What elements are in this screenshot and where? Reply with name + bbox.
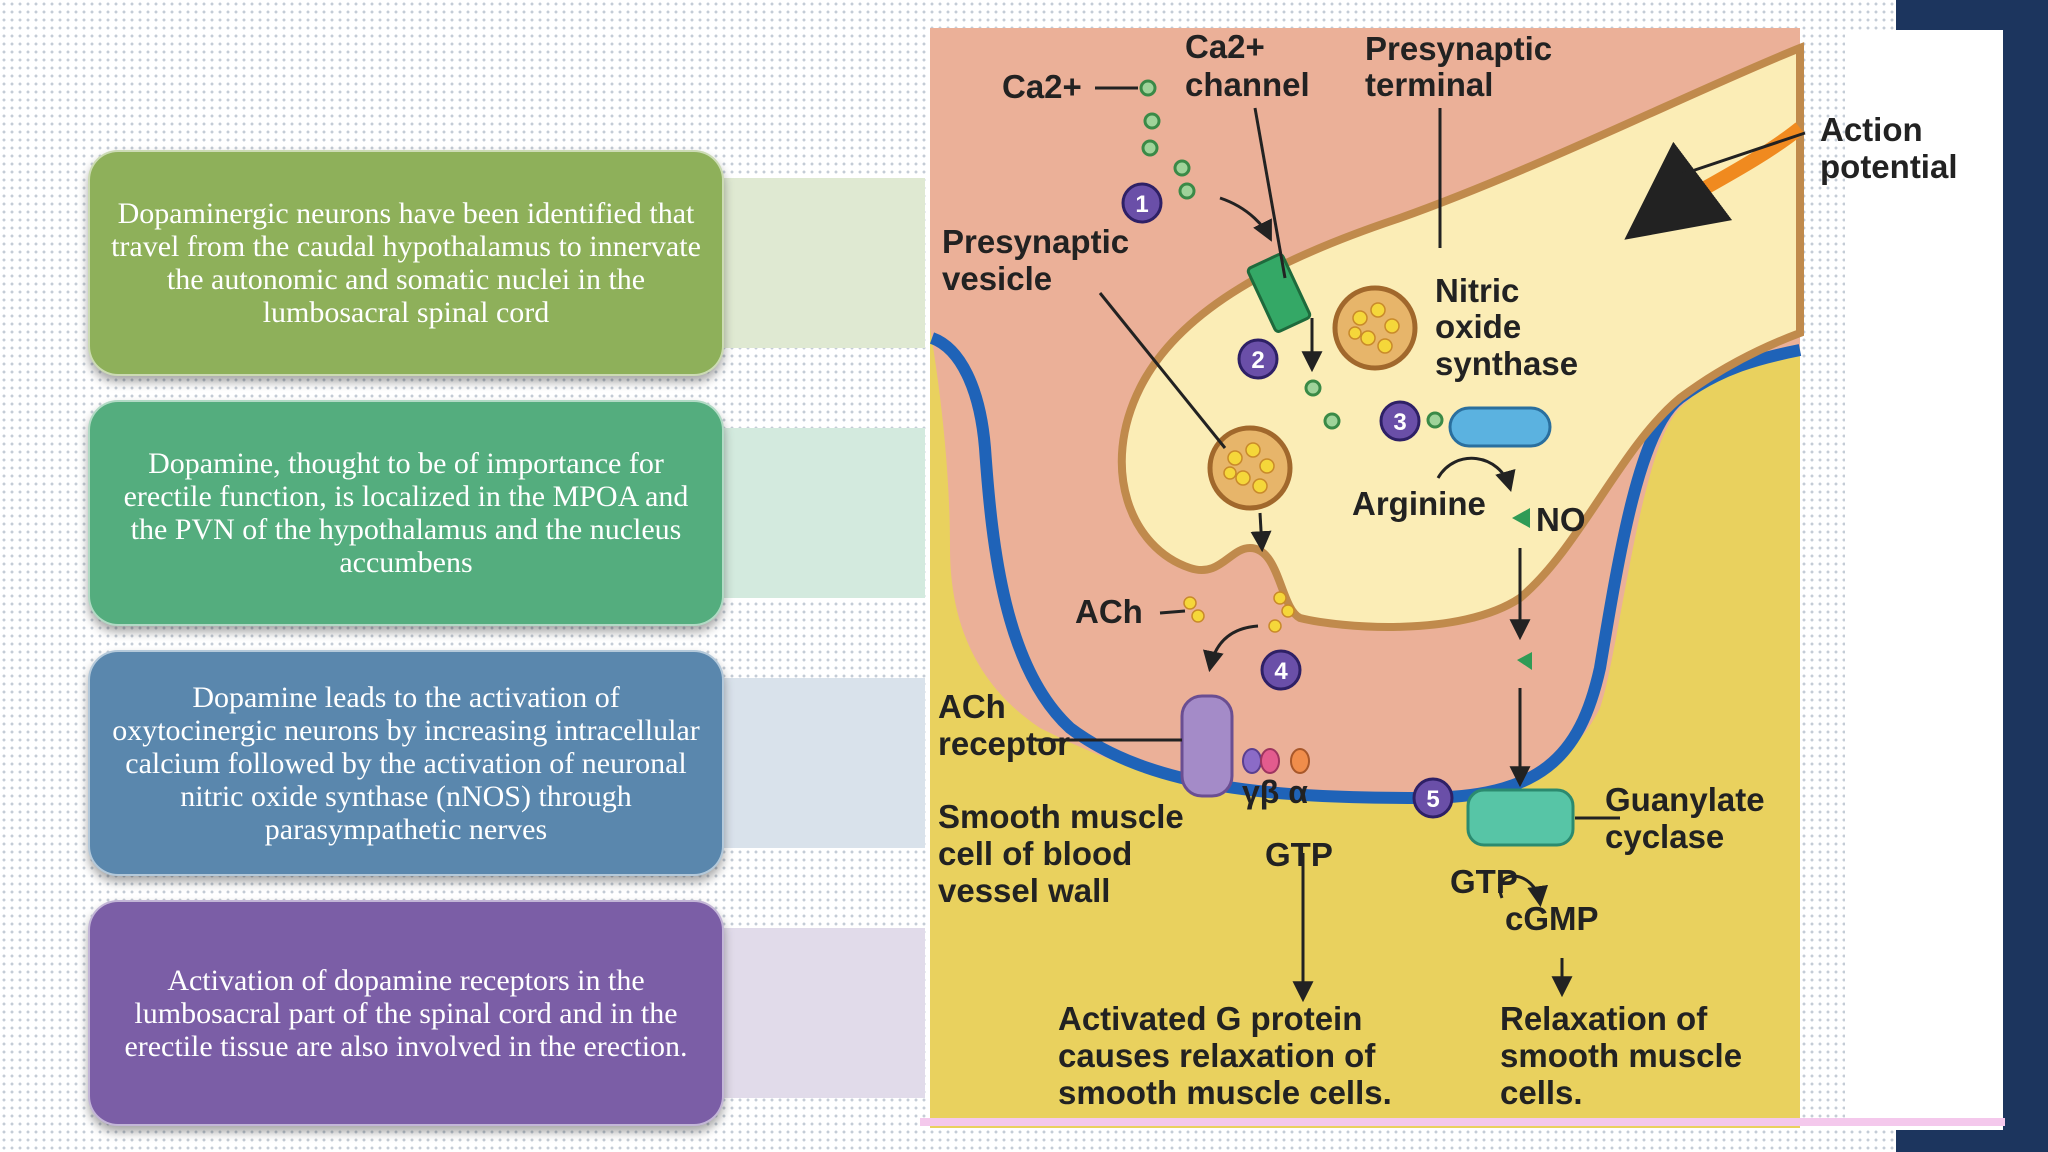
ach-molecules <box>1183 591 1295 633</box>
label-relax-2: smooth muscle <box>1500 1037 1742 1074</box>
info-card-1: Dopaminergic neurons have been identifie… <box>88 150 724 376</box>
connector-band-2 <box>720 428 925 598</box>
label-gprotein-3: smooth muscle cells. <box>1058 1074 1392 1111</box>
label-ca-channel-2: channel <box>1185 66 1310 103</box>
nos-enzyme <box>1448 406 1552 448</box>
info-card-text: Dopaminergic neurons have been identifie… <box>111 197 701 329</box>
vesicle-pointer <box>1098 292 1227 449</box>
svg-text:2: 2 <box>1251 347 1264 374</box>
info-card-text: Activation of dopamine receptors in the … <box>124 963 688 1063</box>
vesicle-content-dots <box>1223 302 1400 494</box>
label-presyn-vesicle-1: Presynaptic <box>942 223 1129 260</box>
info-card-text: Dopamine leads to the activation of oxyt… <box>112 680 700 846</box>
info-card-4: Activation of dopamine receptors in the … <box>88 900 724 1126</box>
label-nos-1: Nitric <box>1435 272 1519 309</box>
label-guanylate-2: cyclase <box>1605 818 1724 855</box>
step-badge-4: 4 <box>1260 649 1302 691</box>
no-molecule-diffusing <box>1517 652 1532 670</box>
diagram-background-panel <box>1845 30 2003 1130</box>
info-card-2: Dopamine, thought to be of importance fo… <box>88 400 724 626</box>
no-molecule <box>1512 508 1530 528</box>
label-presyn-terminal-1: Presynaptic <box>1365 30 1552 67</box>
connector-band-3 <box>720 678 925 848</box>
label-smooth-2: cell of blood <box>938 835 1132 872</box>
g-protein-alpha <box>1290 748 1310 774</box>
svg-text:1: 1 <box>1135 191 1148 218</box>
step-badge-3: 3 <box>1379 400 1421 442</box>
arginine-arrow <box>1436 456 1516 493</box>
synapse-diagram: 1 2 3 4 5 Ca2+ Ca2+ channel Presynaptic … <box>920 28 2005 1128</box>
bottom-strip <box>920 1118 2005 1126</box>
label-gprotein-2: causes relaxation of <box>1058 1037 1376 1074</box>
label-ach: ACh <box>1075 593 1143 630</box>
label-smooth-3: vessel wall <box>938 872 1110 909</box>
info-card-3: Dopamine leads to the activation of oxyt… <box>88 650 724 876</box>
label-guanylate-1: Guanylate <box>1605 781 1765 818</box>
ach-to-receptor-arrow <box>1203 624 1259 673</box>
ach-pointer <box>1159 609 1186 615</box>
step-badge-2: 2 <box>1237 338 1279 380</box>
label-presyn-vesicle-2: vesicle <box>942 260 1052 297</box>
action-potential-pointer <box>1679 131 1806 177</box>
ca-influx-arrow <box>1219 196 1272 242</box>
label-no: NO <box>1536 501 1586 538</box>
g-protein-beta <box>1260 748 1280 774</box>
label-gtp-left: GTP <box>1265 836 1333 873</box>
svg-text:4: 4 <box>1274 658 1288 685</box>
info-card-text: Dopamine, thought to be of importance fo… <box>123 447 689 579</box>
label-relax-1: Relaxation of <box>1500 1000 1708 1037</box>
vesicle-nos <box>1332 285 1418 371</box>
label-ach-receptor-1: ACh <box>938 688 1006 725</box>
label-action-potential-2: potential <box>1820 148 1958 185</box>
label-cgmp: cGMP <box>1505 900 1599 937</box>
label-gtp-right: GTP <box>1450 863 1518 900</box>
label-relax-3: cells. <box>1500 1074 1583 1111</box>
calcium-ions <box>1139 79 1444 430</box>
svg-text:5: 5 <box>1426 786 1439 813</box>
ca-channel-shape <box>1246 253 1312 333</box>
step-badge-1: 1 <box>1121 182 1163 224</box>
label-gprotein-1: Activated G protein <box>1058 1000 1362 1037</box>
label-ach-receptor-2: receptor <box>938 725 1070 762</box>
label-action-potential-1: Action <box>1820 111 1923 148</box>
label-presyn-terminal-2: terminal <box>1365 66 1493 103</box>
vesicle-fusion-arrow <box>1250 512 1272 553</box>
label-nos-2: oxide <box>1435 308 1521 345</box>
step-badge-5: 5 <box>1412 777 1454 819</box>
ca-channel-pointer <box>1253 107 1287 279</box>
guanylate-cyclase-shape <box>1466 788 1575 847</box>
connector-band-4 <box>720 928 925 1098</box>
gtp-to-cgmp-arrow <box>1498 874 1548 908</box>
label-arginine: Arginine <box>1352 485 1486 522</box>
label-g-protein-subunits: γβ α <box>1242 774 1308 810</box>
ach-receptor-shape <box>1180 694 1234 798</box>
label-smooth-1: Smooth muscle <box>938 798 1184 835</box>
svg-text:3: 3 <box>1393 409 1406 436</box>
label-ca-ion: Ca2+ <box>1002 68 1082 105</box>
label-ca-channel-1: Ca2+ <box>1185 28 1265 65</box>
connector-band-1 <box>720 178 925 348</box>
presynaptic-vesicle <box>1207 425 1293 511</box>
g-protein-gamma <box>1242 748 1262 774</box>
label-nos-3: synthase <box>1435 345 1578 382</box>
